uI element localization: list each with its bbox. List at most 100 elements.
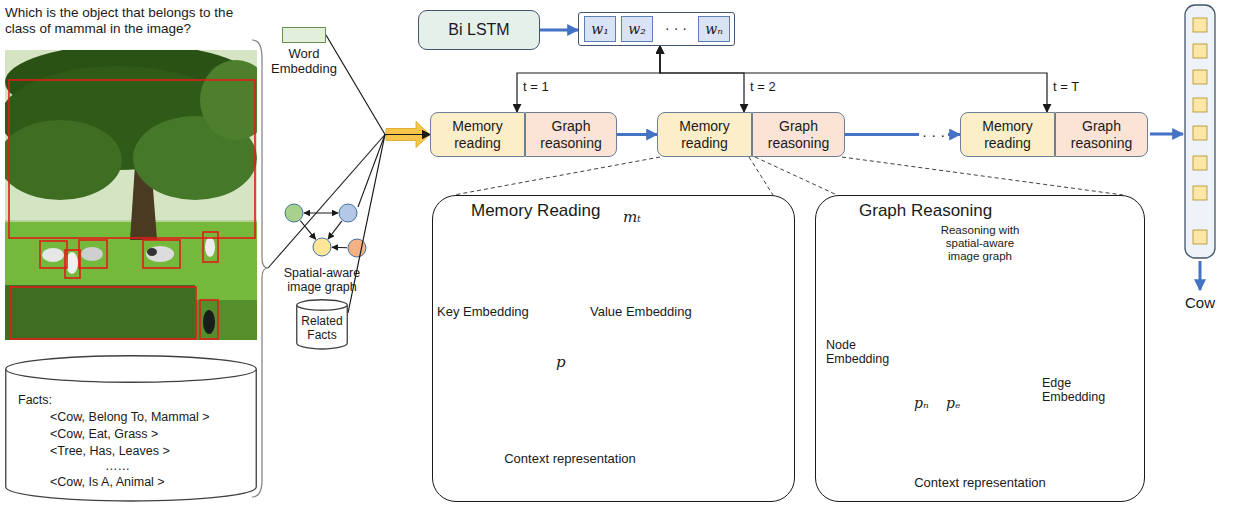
graph-link [300, 221, 315, 240]
question-text: Which is the object that belongs to the … [5, 5, 255, 36]
answer-column [1185, 5, 1215, 258]
photo-bushes [195, 300, 257, 340]
graph-link [328, 221, 342, 239]
field-photo [5, 50, 257, 340]
box-label: w₁ [591, 21, 609, 37]
panel-heading: Memory Reading [471, 201, 600, 221]
knowledge-base-cylinder: Facts:<Cow, Belong To, Mammal ><Cow, Eat… [5, 355, 257, 501]
detection-boxes [9, 80, 255, 339]
detection-box [40, 241, 67, 268]
cylinder-top [6, 356, 257, 383]
answer-cell [1193, 18, 1207, 32]
memory-reading-box: Memory reading [430, 112, 525, 157]
flow-arrow [660, 46, 1047, 112]
flow-arrow [540, 29, 578, 32]
panel-heading: Graph Reasoning [859, 201, 992, 221]
cow [147, 248, 157, 256]
facts-heading: Facts: [18, 393, 52, 407]
attention-symbol: p [556, 354, 566, 371]
key-embedding-label: Key Embedding [437, 305, 529, 320]
cow [146, 246, 174, 262]
box-label: wₙ [705, 21, 723, 37]
context-label: Context representation [910, 476, 1050, 491]
bilstm-box: Bi LSTM [418, 10, 540, 50]
answer-label: Cow [1180, 294, 1220, 311]
box-label: Memory reading [661, 118, 748, 150]
word-vector-box: w₂ [621, 16, 653, 42]
answer-cell [1193, 230, 1207, 244]
cow [205, 237, 215, 257]
graph-reasoning-box: Graph reasoning [525, 112, 617, 157]
zoom-connector [755, 157, 1123, 195]
cylinder-label: Related Facts [299, 315, 345, 343]
answer-cell [1193, 70, 1207, 84]
fact-text: <Cow, Is A, Animal > [50, 475, 165, 489]
detection-box [9, 80, 255, 238]
memory-output-symbol: mₜ [617, 209, 647, 226]
detection-box [79, 240, 107, 268]
detection-box [143, 240, 180, 268]
facts-cylinder: Related Facts [296, 299, 348, 349]
flow-arrow [517, 46, 660, 112]
cow [66, 252, 78, 274]
cow [81, 247, 103, 261]
box-label: Graph reasoning [529, 118, 613, 150]
answer-cell [1193, 98, 1207, 112]
graph-link [304, 212, 338, 213]
graph-reasoning-box: Graph reasoning [1055, 112, 1148, 157]
memory-reading-box: Memory reading [960, 112, 1055, 157]
embedding-label: Word Embedding [268, 47, 340, 77]
output-arrow [1150, 133, 1183, 136]
answer-cell [1193, 44, 1207, 58]
word-sequence-box: · · · w₁ w₂ wₙ [578, 12, 735, 46]
step-label: t = T [1053, 80, 1079, 95]
edge-attention-symbol: pₑ [946, 395, 960, 411]
memory-reading-box: Memory reading [657, 112, 752, 157]
flow-arrow [348, 135, 430, 314]
flow-arrow [326, 35, 430, 135]
edge-label: · · · [919, 126, 948, 143]
answer-cell [1193, 156, 1207, 170]
cylinder-body [297, 305, 348, 349]
embedding-rect [282, 27, 326, 43]
fact-text: …… [105, 459, 130, 473]
edge-embedding-label: Edge Embedding [1042, 376, 1112, 405]
ellipsis-text: · · · [655, 20, 697, 36]
context-label: Context representation [500, 452, 640, 467]
fact-text: <Cow, Belong To, Mammal > [50, 410, 210, 424]
detection-box [200, 300, 218, 339]
cow [203, 310, 215, 334]
fact-text: <Tree, Has, Leaves > [50, 444, 170, 458]
word-vector-box: wₙ [698, 16, 730, 42]
node-attention-symbol: pₙ [914, 395, 929, 411]
graph-link [332, 247, 347, 249]
word-vector-box: w₁ [584, 16, 616, 42]
graph-node [313, 238, 331, 256]
cylinder-body [6, 369, 257, 501]
detection-box [65, 250, 80, 278]
merge-line [268, 135, 385, 269]
detection-box [203, 232, 218, 262]
embedding-box: Word Embedding [268, 27, 340, 83]
box-label: Graph reasoning [756, 118, 841, 150]
flow-arrow [660, 46, 744, 112]
flow-arrow [617, 133, 657, 136]
answer-cell [1193, 126, 1207, 140]
photo-bushes [5, 285, 195, 340]
box-label: Graph reasoning [1059, 118, 1144, 150]
value-embedding-label: Value Embedding [590, 305, 692, 320]
zoom-connector [454, 157, 773, 195]
cow [42, 248, 64, 262]
graph-node [339, 204, 357, 222]
tree-foliage [200, 60, 257, 140]
tree-foliage [5, 120, 122, 200]
reasoning-label: Reasoning with spatial-aware image graph [933, 224, 1027, 263]
output-arrow [1199, 261, 1202, 290]
box-label: Memory reading [964, 118, 1051, 150]
answer-cell [1193, 186, 1207, 200]
detection-box [10, 287, 196, 339]
step-label: t = 1 [523, 80, 549, 95]
graph-node [285, 204, 303, 222]
box-label: Bi LSTM [448, 21, 509, 39]
